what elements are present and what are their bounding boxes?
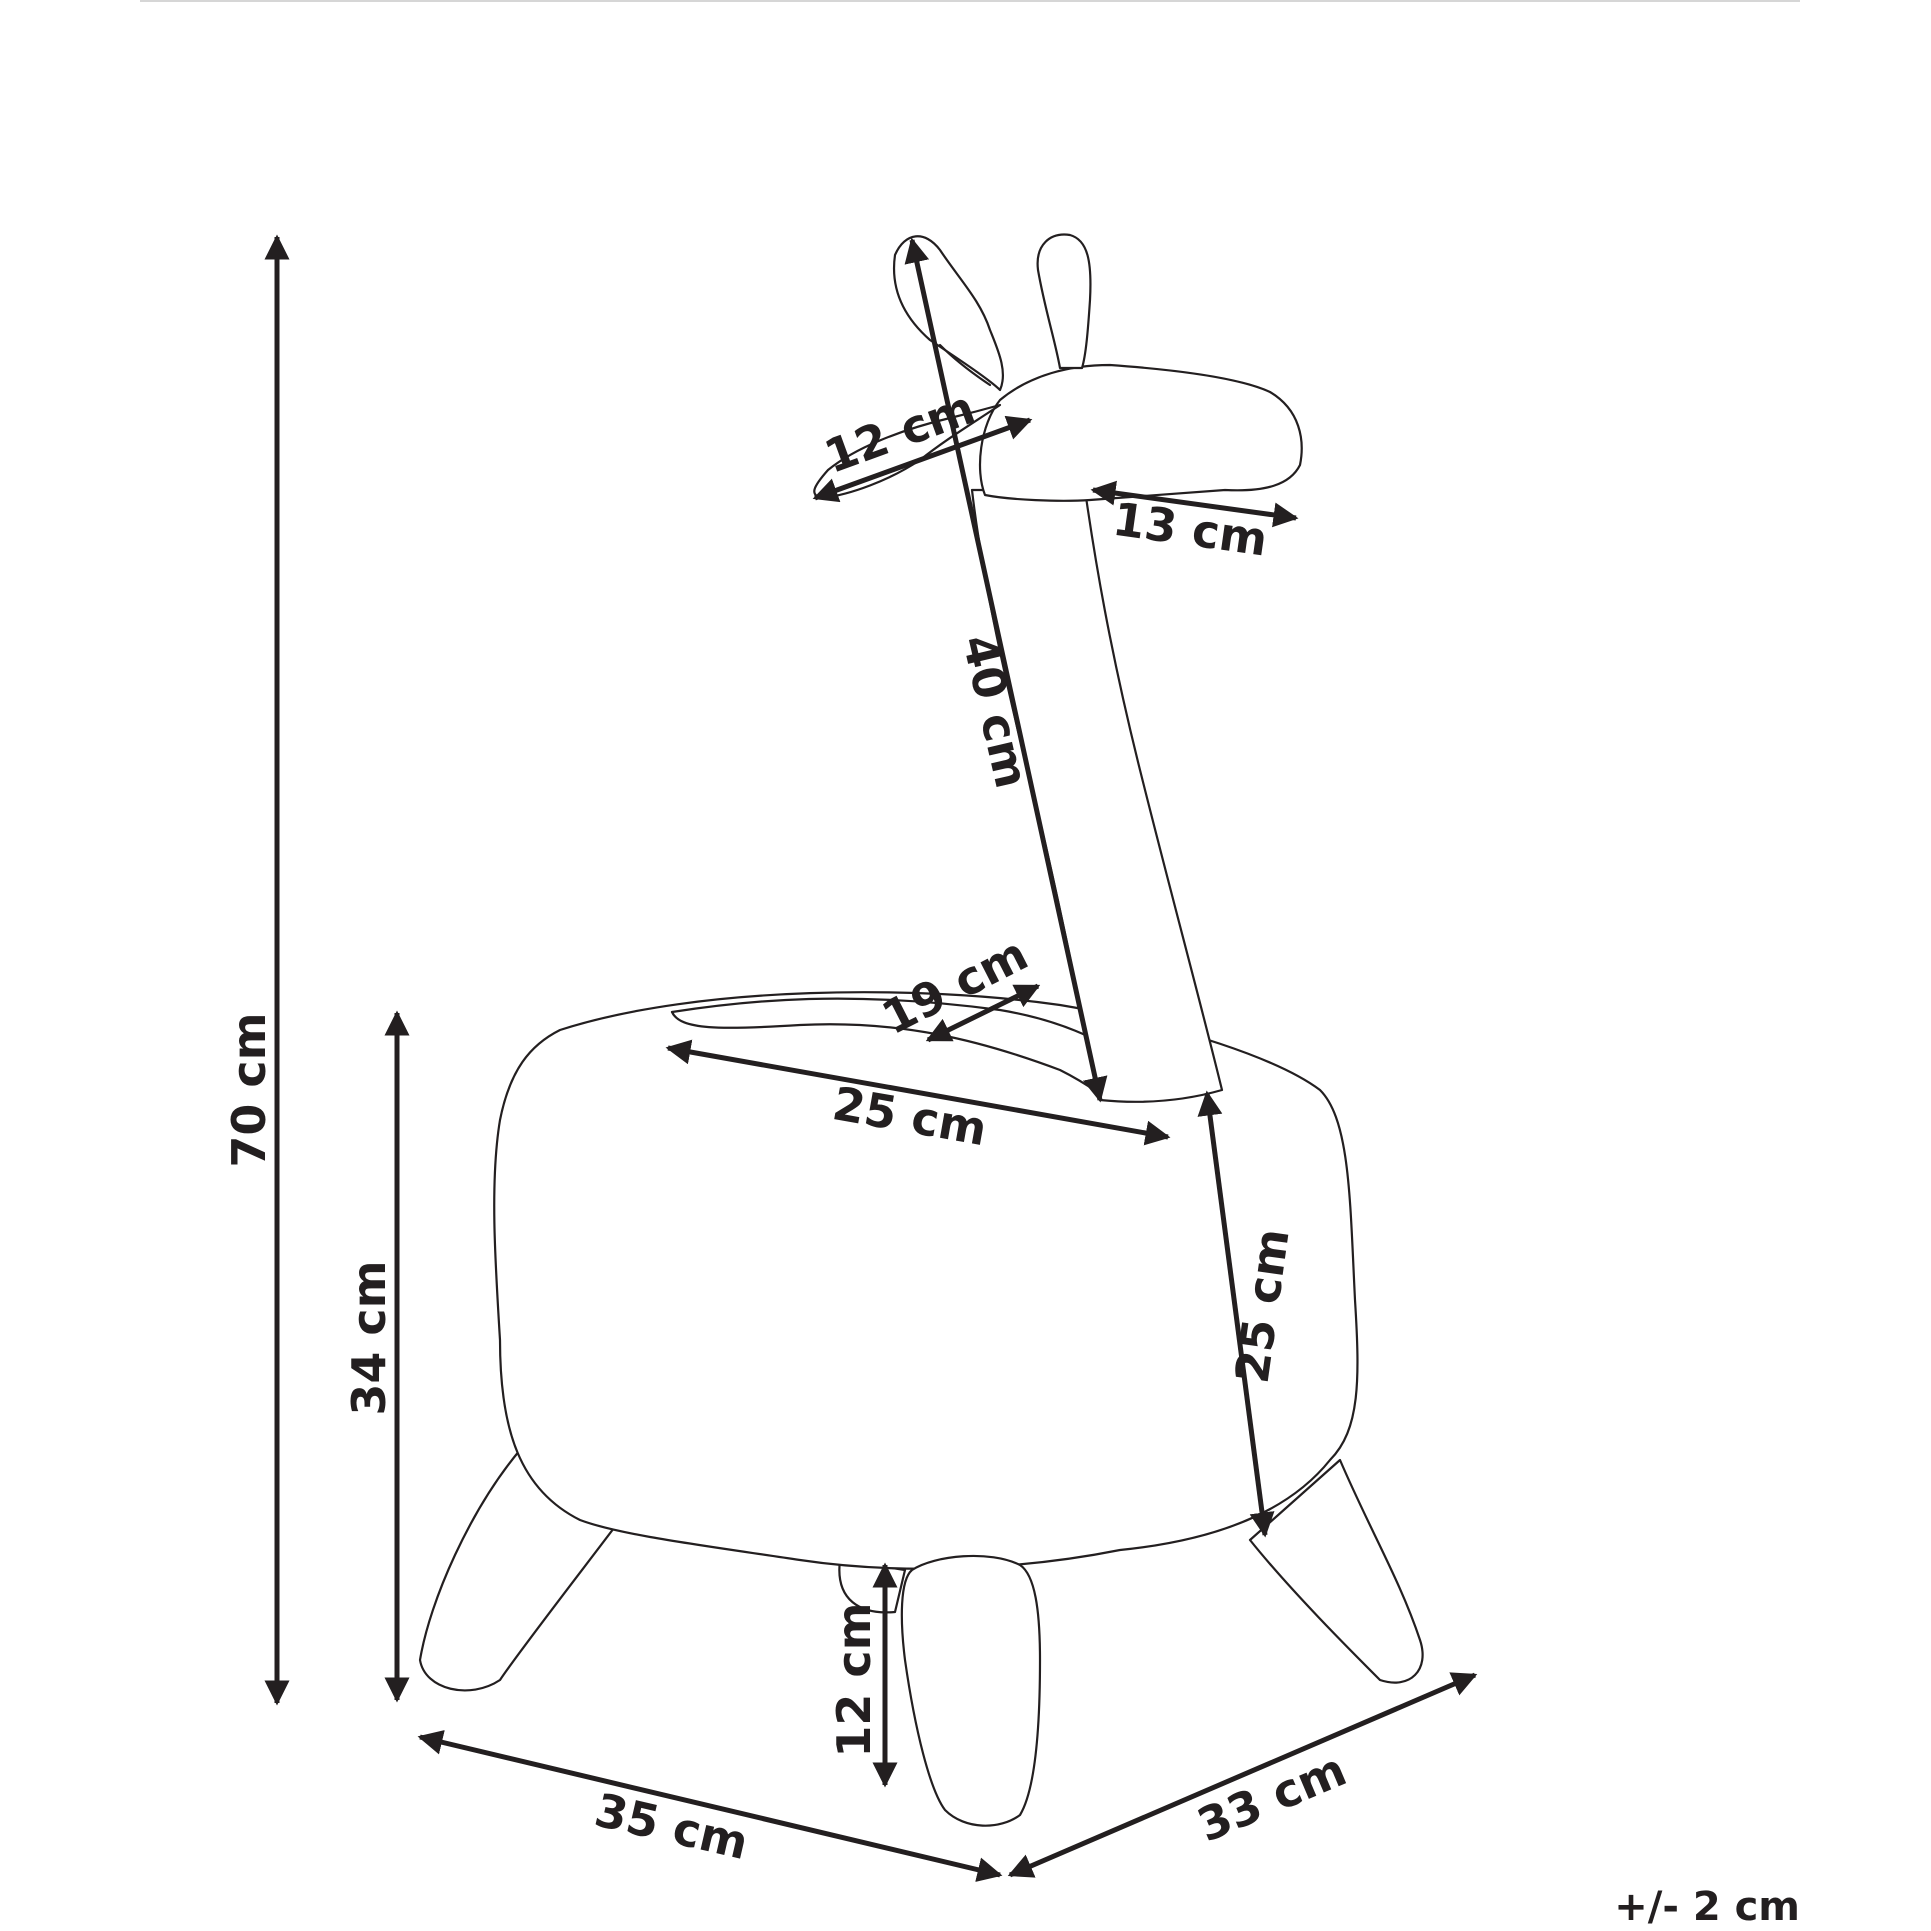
giraffe-body	[493, 991, 1359, 1570]
tolerance-note: +/- 2 cm	[1614, 1884, 1800, 1930]
giraffe-ear-left	[893, 235, 1004, 392]
overall-height-label: 70 cm	[222, 1012, 276, 1167]
snout-length-arrow	[1090, 480, 1299, 528]
front-leg	[900, 1554, 1042, 1827]
snout-length-label: 13 cm	[1110, 492, 1271, 567]
seat-length-arrow	[665, 1039, 1171, 1146]
giraffe-head	[978, 363, 1303, 502]
base-depth-label: 33 cm	[1190, 1742, 1354, 1852]
base-depth-arrow	[1007, 1672, 1478, 1878]
base-width-arrow	[417, 1730, 1003, 1882]
neck-length-arrow	[904, 237, 1108, 1103]
seat-depth-arrow	[925, 983, 1041, 1043]
seat-height-label: 34 cm	[342, 1260, 396, 1415]
leg-height-label: 12 cm	[827, 1602, 881, 1757]
giraffe-horn	[1036, 233, 1092, 370]
body-height-arrow	[1197, 1090, 1275, 1538]
